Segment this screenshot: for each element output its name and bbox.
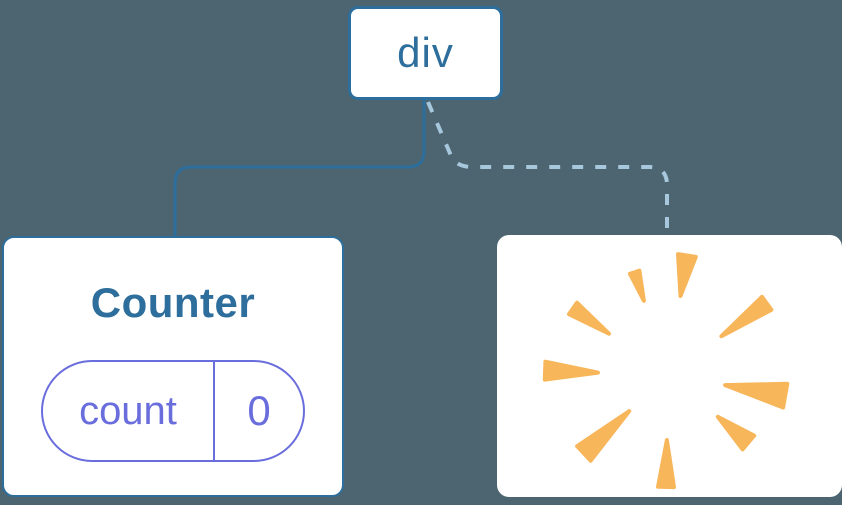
poof-icon [542,252,790,490]
removed-component-card [497,235,842,497]
poof-ray [567,300,611,336]
tree-node-div: div [348,6,503,100]
poof-ray [723,381,790,410]
poof-ray [627,268,646,303]
counter-component-card: Counter count 0 [2,236,344,497]
state-pill-divider [213,362,215,460]
poof-ray [719,294,774,339]
state-pill: count 0 [41,360,305,462]
div-node-label: div [397,29,454,76]
poof-ray [575,409,632,463]
counter-title: Counter [90,279,256,326]
poof-ray [676,252,698,298]
dashed-connector-line [426,101,669,235]
poof-ray [542,359,600,382]
state-key-label: count [79,388,177,433]
poof-ray [715,414,757,452]
state-value: 0 [247,387,271,434]
poof-ray [656,438,676,490]
solid-connector-line [173,100,426,236]
